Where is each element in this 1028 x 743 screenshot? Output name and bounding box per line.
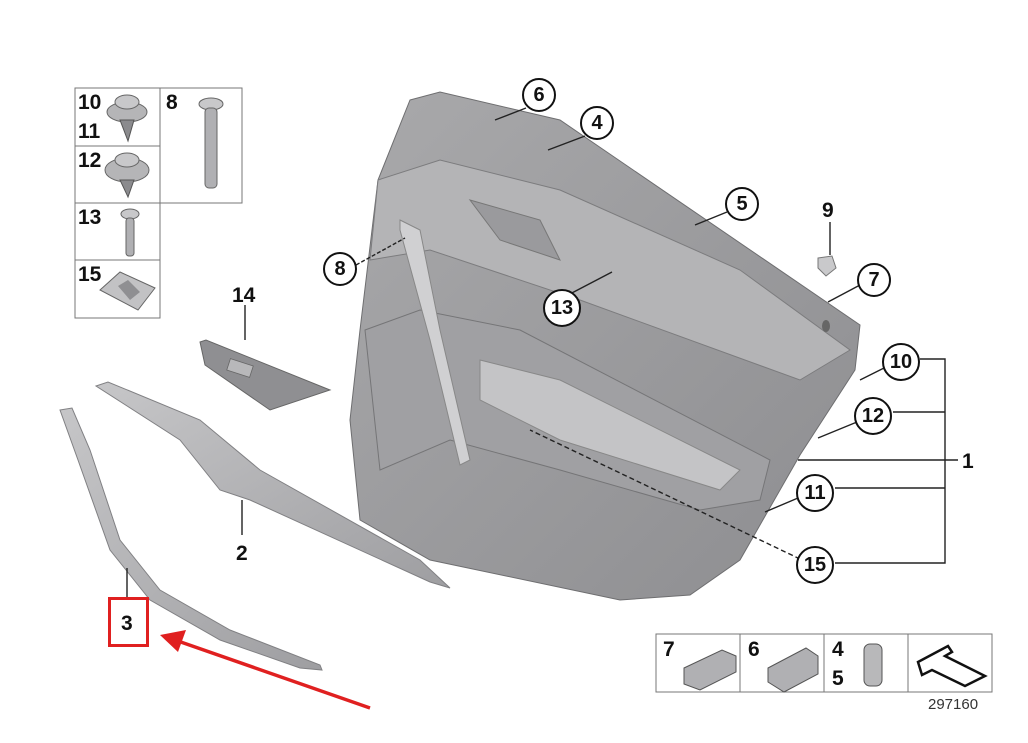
label-1: 1 xyxy=(962,450,974,473)
callout-8: 8 xyxy=(323,252,357,286)
table-label-13: 13 xyxy=(78,206,102,229)
leader-lines xyxy=(126,107,958,600)
callout-6: 6 xyxy=(522,78,556,112)
part-14-switch-panel xyxy=(199,339,332,411)
table-label-6: 6 xyxy=(748,638,760,661)
fastener-table-bottom-right xyxy=(655,633,993,693)
callout-4: 4 xyxy=(580,106,614,140)
label-3: 3 xyxy=(121,612,133,635)
callout-15: 15 xyxy=(796,546,834,584)
callout-7: 7 xyxy=(857,263,891,297)
callout-12: 12 xyxy=(854,397,892,435)
red-arrow-annotation xyxy=(160,630,371,710)
label-2: 2 xyxy=(236,542,248,565)
fastener-table-top-left xyxy=(74,87,243,319)
label-9: 9 xyxy=(822,199,834,222)
callout-10: 10 xyxy=(882,343,920,381)
table-label-15: 15 xyxy=(78,263,102,286)
table-label-7: 7 xyxy=(663,638,675,661)
table-label-11: 11 xyxy=(78,120,101,143)
callout-11: 11 xyxy=(796,474,834,512)
table-label-8: 8 xyxy=(166,91,178,114)
part-3-trim-strip xyxy=(59,407,323,671)
table-label-5: 5 xyxy=(832,667,844,690)
callout-13: 13 xyxy=(543,289,581,327)
table-label-4: 4 xyxy=(832,638,844,661)
door-panel xyxy=(349,91,861,601)
table-label-10: 10 xyxy=(78,91,102,114)
label-14: 14 xyxy=(232,284,256,307)
callout-5: 5 xyxy=(725,187,759,221)
table-label-12: 12 xyxy=(78,149,102,172)
diagram-number: 297160 xyxy=(928,696,979,713)
part-2-trim-strip xyxy=(94,381,451,589)
part-9-clip xyxy=(817,255,837,277)
highlight-box-part-3 xyxy=(108,597,149,647)
